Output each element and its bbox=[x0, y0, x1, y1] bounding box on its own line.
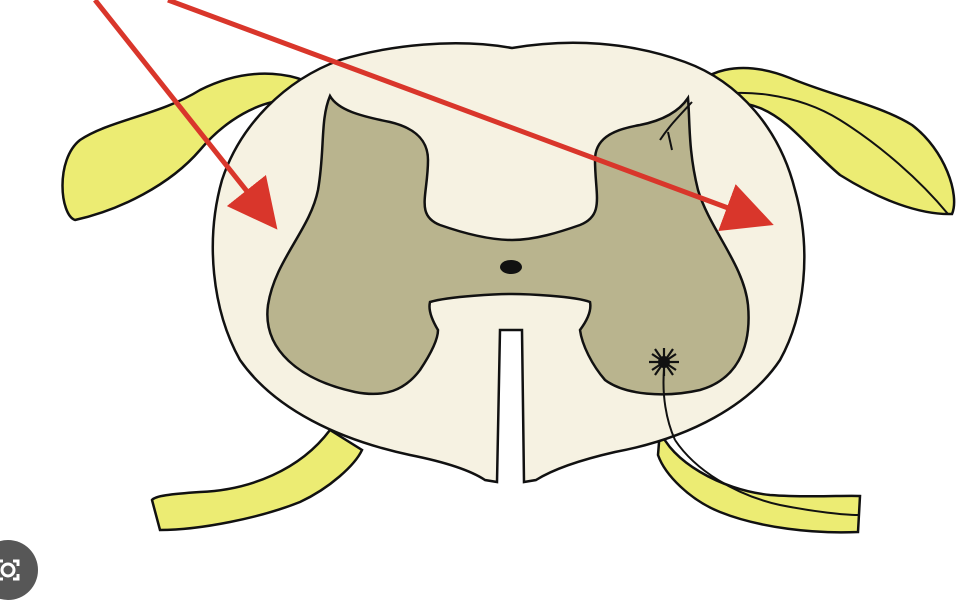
arrow-left bbox=[93, 0, 278, 230]
right-dorsal-root-fiber bbox=[694, 91, 949, 215]
spinal-cord-diagram bbox=[0, 0, 956, 600]
dorsal-horn-fiber bbox=[659, 101, 693, 151]
ventral-root-axon-fiber bbox=[674, 439, 859, 516]
motor-neuron-axon bbox=[662, 369, 676, 441]
right-ventral-root bbox=[656, 429, 862, 534]
visual-search-lens-icon bbox=[0, 559, 20, 581]
motor-neuron bbox=[649, 348, 679, 376]
right-dorsal-root bbox=[686, 66, 956, 216]
spinal-cord-svg bbox=[61, 0, 956, 534]
arrow-right bbox=[167, 0, 774, 231]
left-ventral-root bbox=[150, 428, 364, 532]
central-canal bbox=[500, 260, 522, 274]
